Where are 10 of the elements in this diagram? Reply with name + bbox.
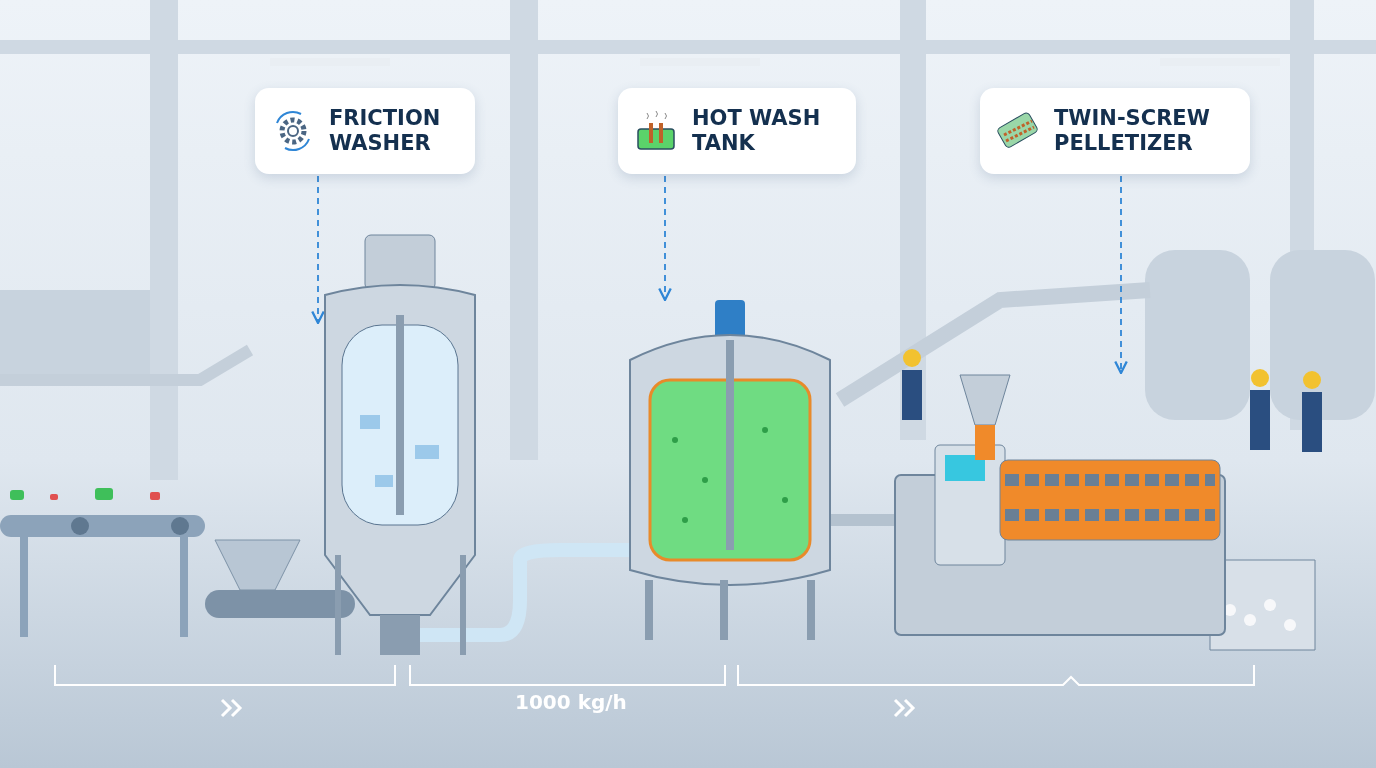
leader-line — [1114, 175, 1128, 375]
throughput-label: 1000 kg/h — [515, 690, 627, 714]
callout-card — [980, 88, 1250, 174]
callout-title: TWIN-SCREW PELLETIZER — [1054, 106, 1211, 156]
callout-title: FRICTION WASHER — [329, 106, 442, 156]
callout-card — [618, 88, 856, 174]
callout-title: HOT WASH TANK — [692, 106, 822, 156]
leader-line — [311, 175, 325, 325]
leader-line — [658, 175, 672, 302]
callout-card — [255, 88, 475, 174]
